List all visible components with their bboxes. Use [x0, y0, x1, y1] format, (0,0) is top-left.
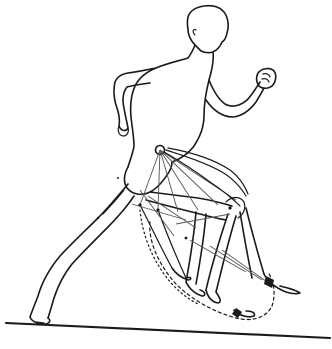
- ground-line: [6, 323, 330, 338]
- motion-cross-6: [210, 246, 262, 280]
- motion-thigh-1: [140, 150, 160, 205]
- motion-shin-3b: [196, 214, 206, 284]
- runner-fist-knuckles: [262, 74, 270, 82]
- motion-knee-dot-2: [156, 208, 159, 211]
- runner-rear-leg-inner: [48, 196, 134, 318]
- runner-neck-back: [128, 45, 195, 167]
- runner-ear: [193, 29, 196, 35]
- motion-knee-dot-1: [138, 203, 141, 206]
- motion-foot-3: [206, 290, 220, 303]
- leg-motion-sequence: [132, 148, 300, 320]
- runner-back-arm: [114, 68, 156, 130]
- motion-knee-dot-3: [228, 206, 231, 209]
- foot-trajectory-upper: [140, 210, 198, 304]
- motion-cross-7: [222, 250, 270, 284]
- foot-trajectory-return: [268, 272, 274, 306]
- motion-cross-2: [140, 190, 174, 236]
- motion-shin-4b: [216, 216, 236, 292]
- runner-front-arm: [209, 80, 260, 106]
- runner-rear-calf-shade: [103, 190, 124, 214]
- ink-speck-1: [97, 217, 99, 219]
- motion-thigh-2: [158, 150, 160, 210]
- runner-rear-leg: [30, 184, 128, 317]
- runner-chest: [172, 52, 213, 162]
- ink-speck-2: [117, 177, 119, 179]
- motion-knee-dot-4: [185, 237, 188, 240]
